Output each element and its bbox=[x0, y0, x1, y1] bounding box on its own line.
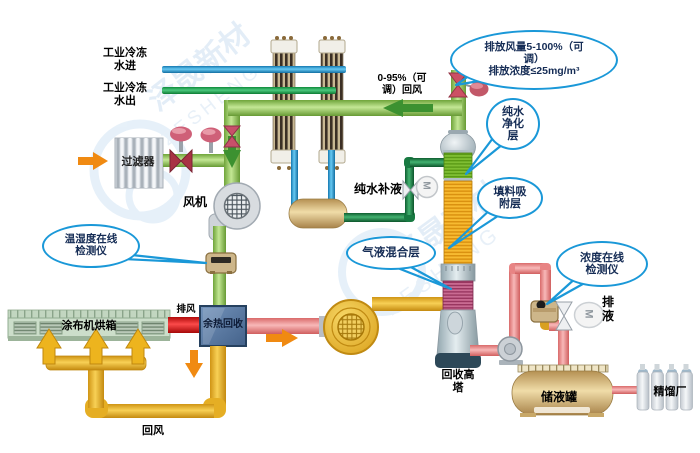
oven-unit bbox=[7, 309, 171, 341]
tower-mixing-section bbox=[442, 280, 474, 311]
motor-2-label: M bbox=[582, 309, 595, 319]
label-filter: 过滤器 bbox=[121, 156, 155, 168]
label-chilled-water-out: 工业冷冻 水出 bbox=[103, 82, 147, 107]
label-heat-recovery: 余热回收 bbox=[203, 319, 243, 330]
callout-mixing-layer: 气液混合层 bbox=[346, 236, 436, 270]
flow-arrow-left-icon bbox=[383, 99, 433, 117]
filter-line-valve bbox=[169, 126, 193, 174]
chilled-water-in-pipe bbox=[162, 66, 346, 73]
callout-temp-humidity-detector: 温湿度在线 检测仪 bbox=[42, 224, 140, 268]
tower-packing-section bbox=[443, 180, 473, 266]
tail-packing bbox=[447, 206, 506, 250]
emission-damper-valve bbox=[448, 72, 489, 98]
label-fan: 风机 bbox=[182, 195, 207, 209]
label-chilled-water-in: 工业冷冻 水进 bbox=[103, 47, 147, 72]
label-distillery: 精馏厂 bbox=[653, 386, 687, 398]
tower-pump bbox=[497, 336, 523, 365]
recovered-liquid-pipe bbox=[470, 263, 569, 373]
storage-tank-vessel bbox=[511, 364, 614, 417]
duct-butterfly-valve bbox=[222, 125, 242, 148]
motor-valve-2-icon bbox=[573, 301, 605, 329]
hx1-water-drop-pipe bbox=[291, 150, 298, 207]
callout-pure-water-layer: 纯水 净化 层 bbox=[486, 98, 540, 150]
pilot-valve bbox=[200, 127, 222, 153]
concentration-sensor bbox=[530, 300, 559, 323]
label-drain: 排 液 bbox=[601, 295, 614, 324]
flow-arrow-down2-icon bbox=[185, 350, 203, 378]
heat-recovery-unit bbox=[199, 305, 247, 347]
label-storage-tank: 储液罐 bbox=[540, 390, 577, 404]
flow-arrow-down-icon bbox=[223, 136, 241, 168]
motor-valve-1-icon bbox=[415, 175, 439, 199]
filter-inlet-arrow-icon bbox=[78, 152, 108, 170]
pure-water-tank bbox=[288, 198, 348, 229]
label-recovery-tower: 回收高 塔 bbox=[441, 369, 475, 394]
distillery-cylinders bbox=[636, 364, 693, 411]
supply-fan bbox=[208, 182, 261, 241]
label-oven: 涂布机烘箱 bbox=[61, 320, 117, 332]
tower-base bbox=[435, 353, 481, 368]
label-return-air: 回风 bbox=[142, 425, 164, 437]
return-air-yellow-pipe bbox=[36, 328, 226, 418]
motor-1-label: M bbox=[420, 181, 432, 190]
recovery-tower bbox=[435, 130, 481, 368]
callout-packing-layer: 填料吸 附层 bbox=[477, 177, 543, 219]
tank-outlet-pipe bbox=[612, 386, 639, 394]
oven-inlet-arrows-icon bbox=[36, 328, 151, 365]
label-pure-water-refill: 纯水补液 bbox=[353, 182, 402, 196]
callout-emission: 排放风量5-100%（可 调） 排放浓度≤25mg/m³ bbox=[450, 30, 618, 90]
temp-humidity-sensor bbox=[205, 252, 237, 274]
label-return-air-adjustable: 0-95%（可 调）回风 bbox=[377, 73, 427, 96]
drain-valve bbox=[555, 301, 573, 331]
tower-purify-section bbox=[443, 152, 473, 180]
blower-outlet-pipe bbox=[372, 297, 446, 311]
oven-exhaust-pipe bbox=[168, 317, 201, 333]
hot-air-pipe bbox=[246, 318, 332, 334]
recirculation-blower bbox=[319, 297, 446, 355]
hx2-water-drop-pipe bbox=[328, 150, 335, 207]
filter-unit bbox=[114, 137, 164, 189]
chilled-water-out-pipe bbox=[162, 87, 336, 94]
label-exhaust-air: 排风 bbox=[176, 304, 196, 315]
flow-arrow-right-icon bbox=[266, 329, 298, 347]
callout-concentration-detector: 浓度在线 检测仪 bbox=[556, 241, 648, 287]
